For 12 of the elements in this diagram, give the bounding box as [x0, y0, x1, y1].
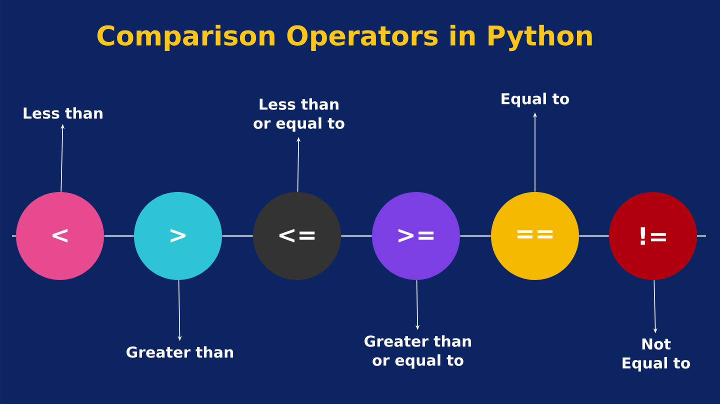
- operator-label: Greater than: [126, 346, 234, 358]
- operator-label: Equal to: [502, 92, 570, 108]
- operator-label: Greater than or equal to: [364, 335, 472, 369]
- connector-line: [222, 235, 253, 237]
- connector-line: [341, 235, 372, 237]
- connector-line: [104, 235, 134, 237]
- connector-line: [579, 235, 609, 237]
- connector-line: [460, 235, 491, 237]
- operator-label: Not Equal to: [622, 338, 690, 372]
- title: Comparison Operators in Python: [97, 24, 592, 52]
- operator-label: Less than: [24, 107, 102, 119]
- operator-label: Less than or equal to: [254, 98, 344, 132]
